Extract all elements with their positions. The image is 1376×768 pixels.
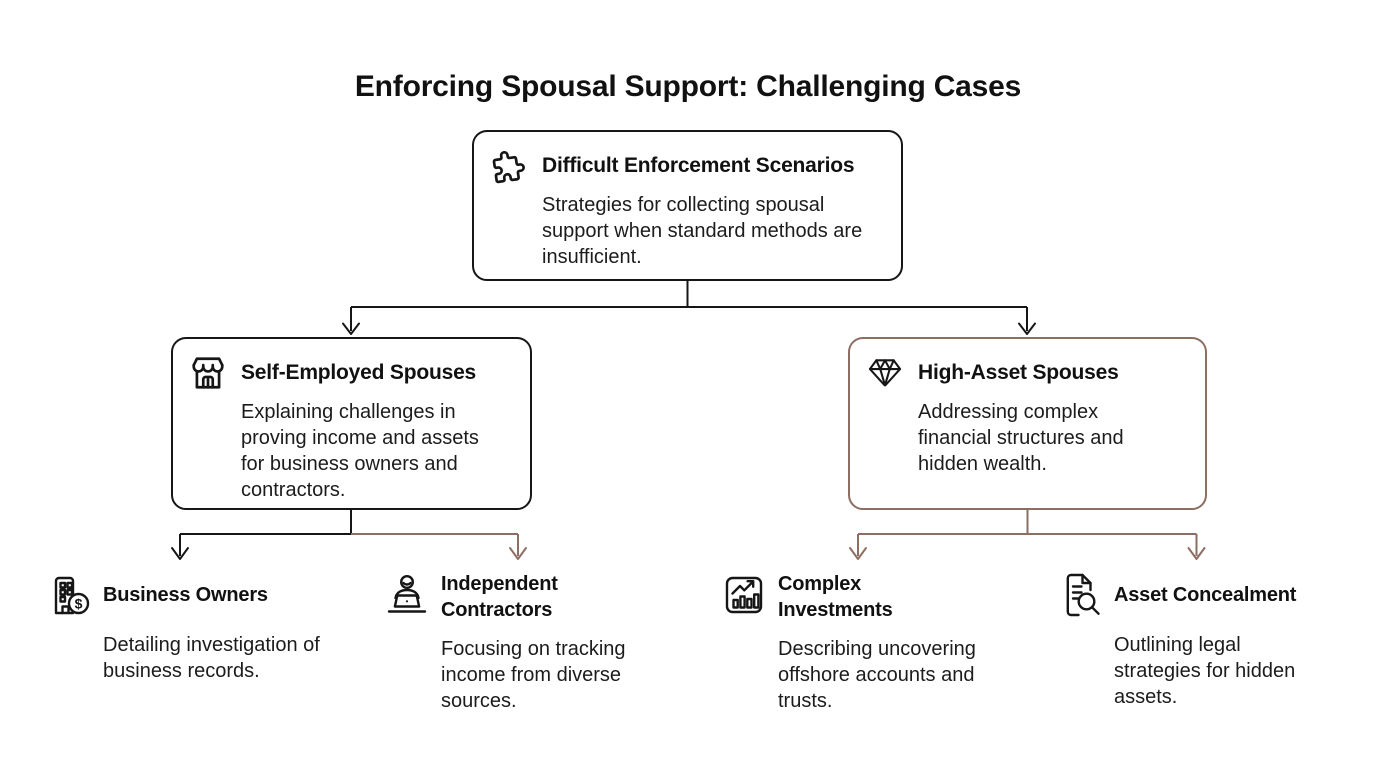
node-title: Self-Employed Spouses: [241, 361, 477, 384]
node-description: Explaining challenges in proving income …: [241, 401, 479, 501]
node-title: High-Asset Spouses: [918, 361, 1119, 384]
chart-growth-icon: [725, 576, 763, 614]
node-header: Self-Employed Spouses: [173, 339, 530, 392]
node-high-asset-spouses: High-Asset Spouses Addressing complex fi…: [848, 337, 1207, 510]
svg-text:$: $: [75, 596, 83, 612]
node-header: Difficult Enforcement Scenarios: [474, 132, 901, 185]
connector-right-branch-to-leaves: [849, 510, 1206, 560]
leaf-title: Asset Concealment: [1114, 584, 1297, 606]
connector-root-to-branches: [342, 281, 1036, 335]
node-self-employed-spouses: Self-Employed Spouses Explaining challen…: [171, 337, 532, 510]
leaf-title: Complex Investments: [778, 573, 893, 621]
leaf-business-owners: $ Business Owners Detailing investigatio…: [45, 571, 333, 684]
document-search-icon: [1066, 573, 1100, 617]
leaf-independent-contractors: Independent Contractors Focusing on trac…: [383, 571, 649, 714]
leaf-description: Detailing investigation of business reco…: [103, 634, 320, 682]
leaf-description: Describing uncovering offshore accounts …: [778, 638, 976, 712]
page-title: Enforcing Spousal Support: Challenging C…: [354, 70, 1022, 104]
node-difficult-enforcement: Difficult Enforcement Scenarios Strategi…: [472, 130, 903, 281]
leaf-title: Independent Contractors: [441, 573, 558, 621]
storefront-icon: [192, 357, 224, 389]
leaf-title: Business Owners: [103, 584, 268, 606]
puzzle-icon: [492, 150, 525, 184]
leaf-complex-investments: Complex Investments Describing uncoverin…: [720, 571, 1006, 714]
node-title: Difficult Enforcement Scenarios: [542, 154, 855, 177]
leaf-asset-concealment: Asset Concealment Outlining legal strate…: [1056, 571, 1328, 710]
connector-left-branch-to-leaves: [171, 510, 527, 560]
node-description: Addressing complex financial structures …: [918, 401, 1124, 475]
person-laptop-icon: [387, 574, 427, 613]
diamond-icon: [868, 359, 902, 387]
node-header: High-Asset Spouses: [850, 339, 1205, 392]
building-dollar-icon: $: [54, 576, 90, 615]
node-description: Strategies for collecting spousal suppor…: [542, 194, 863, 268]
leaf-description: Outlining legal strategies for hidden as…: [1114, 634, 1296, 708]
leaf-description: Focusing on tracking income from diverse…: [441, 638, 626, 712]
